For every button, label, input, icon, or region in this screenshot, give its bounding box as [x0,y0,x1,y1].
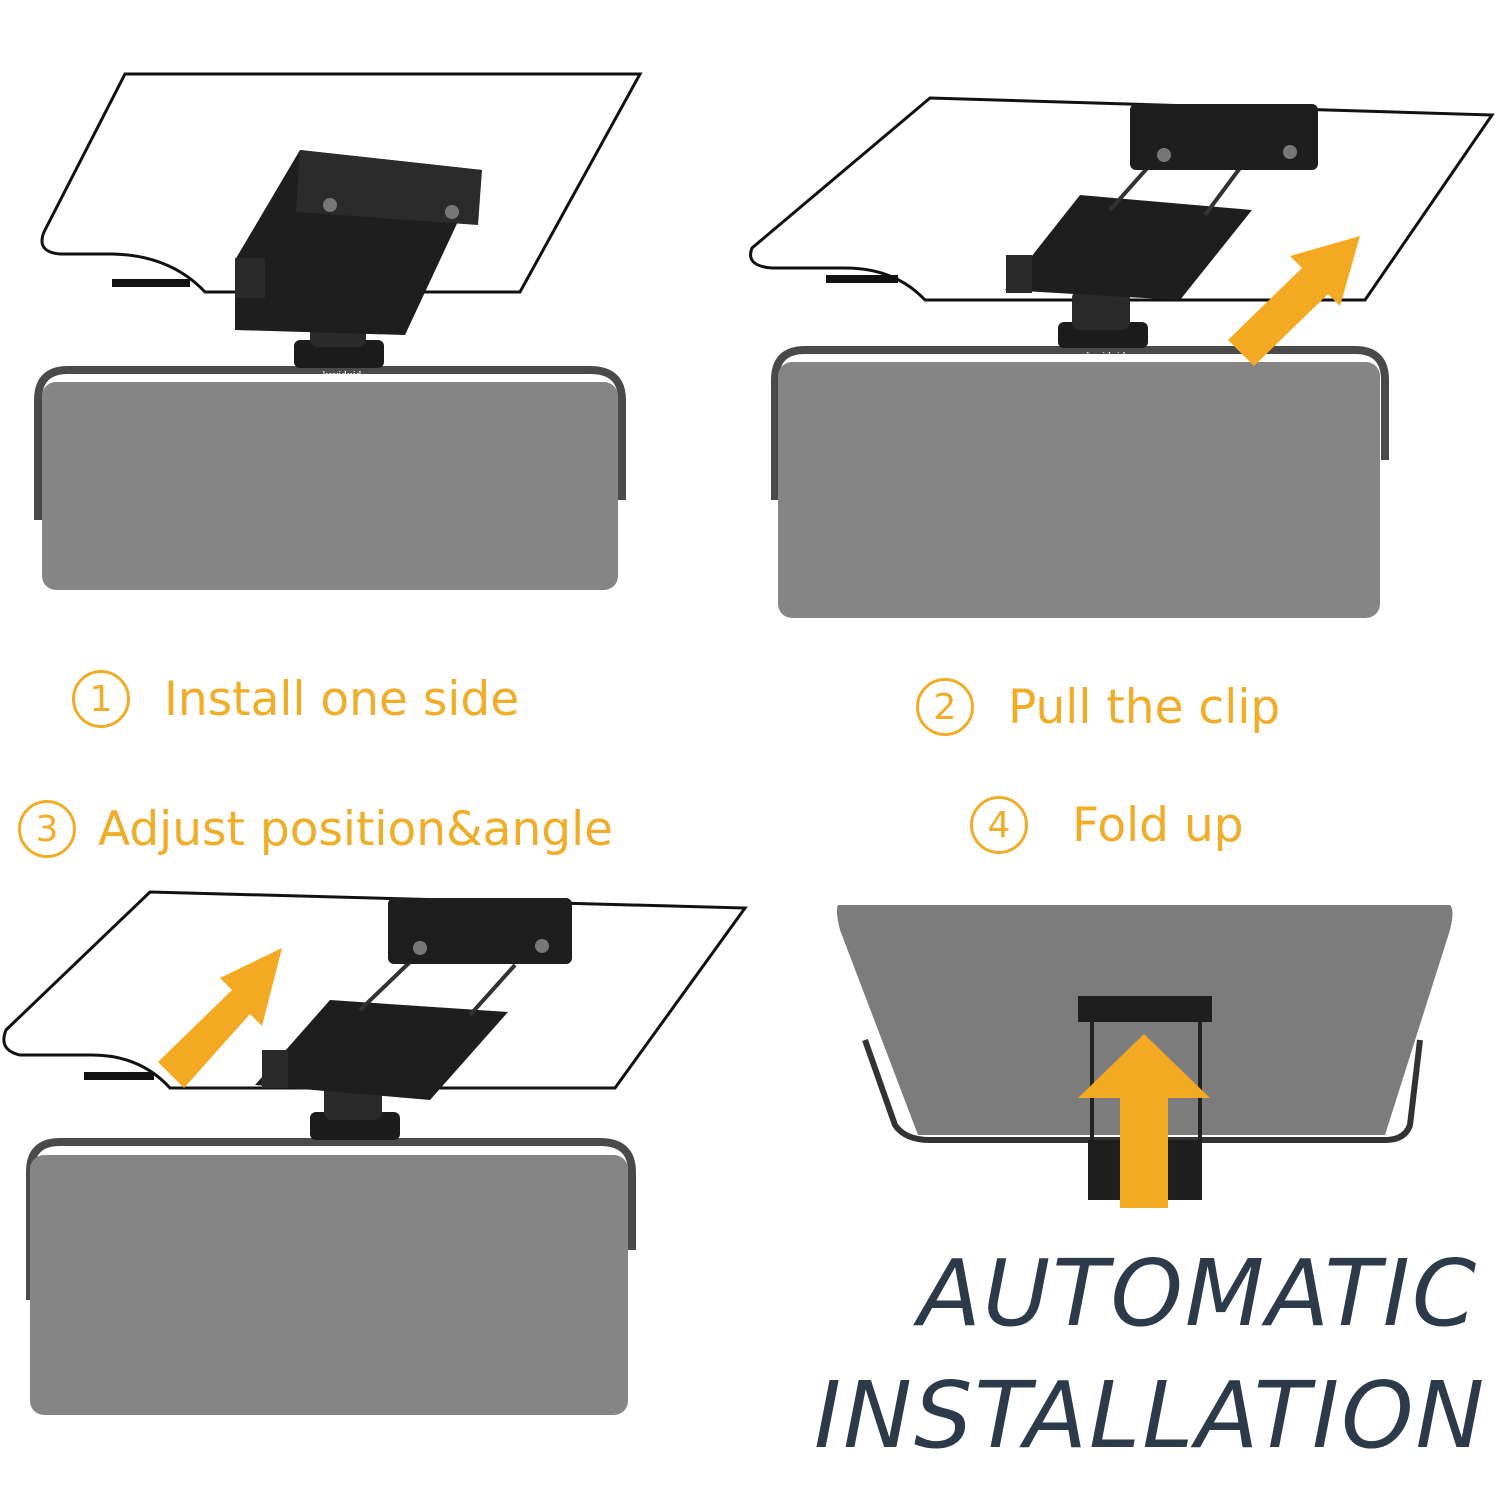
clip-plate [255,1000,508,1100]
step-2-text: Pull the clip [1008,679,1281,735]
headline-line-2: INSTALLATION [814,1362,1487,1469]
brand-mark: keyiduid [337,1146,376,1156]
step-1-label: 1 Install one side [72,670,519,728]
step-3-label: 3 Adjust position&angle [18,800,613,858]
car-visor-outline [2,890,748,1090]
visor-panel [778,362,1380,618]
visor-panel [30,1155,628,1415]
clip-plate [1005,195,1252,300]
step-2-label: 2 Pull the clip [916,678,1280,736]
step-1-text: Install one side [164,671,520,727]
car-visor-outline [40,72,643,294]
step-3-number-icon: 3 [18,800,76,858]
arrow-up-icon [1078,1034,1210,1208]
headline-line-1: AUTOMATIC [918,1240,1479,1347]
step-4-label: 4 Fold up [970,796,1244,854]
clip-head [1078,996,1212,1022]
visor-frame [771,346,1389,500]
visor-frame [34,366,626,520]
car-visor-outline [749,96,1495,302]
step-3-text: Adjust position&angle [98,801,614,857]
step-4-number-icon: 4 [970,796,1028,854]
brand-mark: keyiduid [1087,352,1126,362]
visor-panel [42,382,618,590]
clip-head [388,898,572,964]
visor-frame [26,1138,636,1300]
step-4-text: Fold up [1072,797,1244,853]
clip-head [1130,104,1318,170]
arrow-up-right-icon [1228,236,1360,366]
step-1-number-icon: 1 [72,670,130,728]
brand-mark: keyiduid [323,371,362,381]
step-2-number-icon: 2 [916,678,974,736]
arrow-up-right-icon [158,948,282,1088]
